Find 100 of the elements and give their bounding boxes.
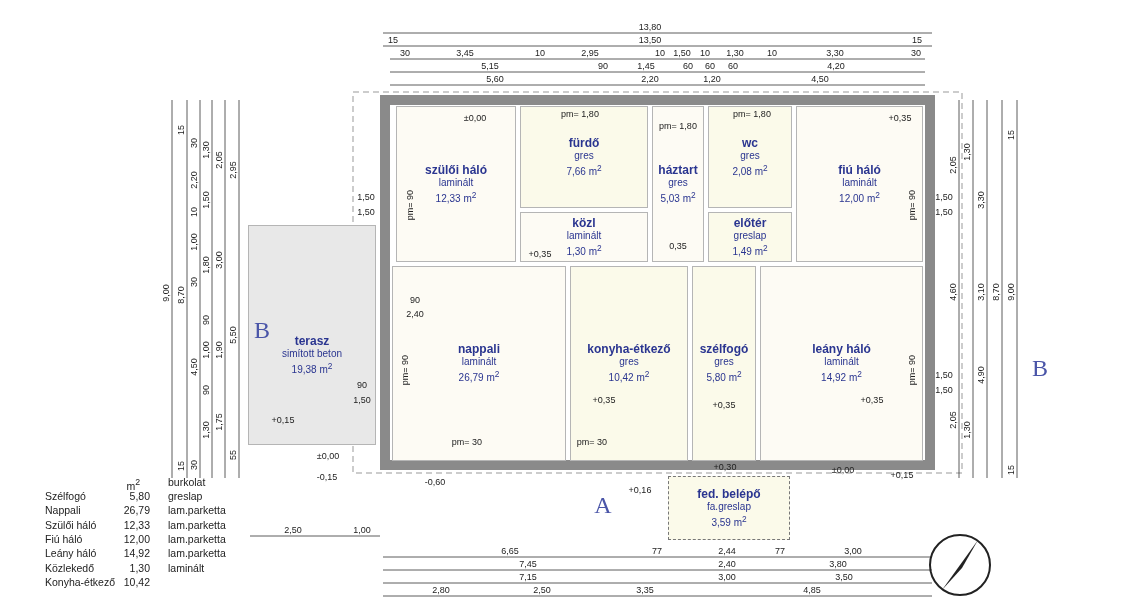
dimension-label: 1,45 [637,61,655,71]
room-name: konyha-étkező [587,342,671,357]
floor-finish-label: fa.greslap [707,500,751,513]
area-table-entry: 12,00 [123,532,150,545]
floor-finish-label: laminált [824,356,859,369]
dimension-label: 1,50 [353,395,371,405]
room-area [708,106,792,208]
dimension-label: 10 [700,48,710,58]
floor-finish-label: gres [740,149,760,162]
area-label: 12,00 m$^{2}$ [839,188,880,206]
room-area [520,212,648,262]
area-label: 7,66 m$^{2}$ [566,161,602,179]
area-table-entry: lam.parketta [168,547,226,560]
room-area [760,266,923,461]
dimension-label: 10 [189,207,199,217]
floor-finish-label: laminált [438,176,474,189]
area-label: 12,33 m$^{2}$ [435,188,477,206]
dimension-label: 10 [767,48,777,58]
floor-finish-label: greslap [733,229,767,242]
dimension-label: 2,40 [718,559,736,569]
room-name: terasz [294,333,330,348]
dimension-label: 5,15 [481,61,499,71]
room-area [570,266,688,461]
room-area [396,106,516,262]
dimension-label: 60 [705,61,715,71]
dimension-label: 1,30 [726,48,744,58]
dimension-label: 90 [201,385,211,395]
dimension-label: 90 [201,315,211,325]
floor-finish-label: gres [619,356,639,369]
dimension-label: 1,30 [962,421,972,439]
dimension-label: 10 [655,48,665,58]
dimension-label: 15 [388,35,398,45]
dimension-label: 2,50 [284,525,302,535]
dimension-label: 8,70 [176,286,186,304]
dimension-label: 4,50 [811,74,829,84]
dimension-label: 3,80 [829,559,847,569]
dimension-label: 3,00 [214,251,224,269]
area-label: 1,49 m$^{2}$ [732,241,768,259]
area-table-entry: m$^{2}$ [126,476,140,492]
area-table-entry: Fiú háló [45,532,83,545]
room-name: előtér [733,215,767,230]
dimension-label: 1,30 [201,421,211,439]
room-name: wc [742,135,758,150]
floor-finish-label: gres [714,356,734,369]
sill-height-label: pm= 90 [907,354,917,386]
level-label: +0,35 [712,400,736,410]
dimension-label: 1,90 [214,341,224,359]
dimension-label: 13,50 [638,35,662,45]
area-table-entry: 14,92 [123,547,150,560]
room-name: szélfogó [699,342,749,357]
level-label: 0,35 [669,241,687,251]
dimension-label: 4,50 [189,358,199,376]
room-name: fiú háló [838,162,881,177]
room-area [392,266,566,461]
level-label: +0,35 [888,113,912,123]
area-label: 5,03 m$^{2}$ [660,188,696,206]
dimension-label: 1,50 [357,192,375,202]
dimension-label: 55 [228,450,238,460]
section-mark: A [594,493,612,517]
dimension-label: 30 [189,138,199,148]
dimension-label: 2,95 [228,161,238,179]
sill-height-label: pm= 90 [907,189,917,221]
dimension-label: 1,00 [189,233,199,251]
sill-height-label: pm= 90 [400,354,410,386]
section-mark: B [1032,356,1048,380]
dimension-label: 15 [176,125,186,135]
area-label: 14,92 m$^{2}$ [821,368,862,385]
dimension-label: 3,30 [826,48,844,58]
dimension-label: 2,05 [948,156,958,174]
room-name: közl [572,215,596,230]
area-table-entry: lam.parketta [168,518,226,531]
level-label: +0,30 [713,462,737,472]
dimension-label: 1,50 [673,48,691,58]
dimension-label: 2,80 [432,585,450,595]
dimension-label: 1,20 [703,74,721,84]
dimension-label: 1,75 [214,413,224,431]
dimension-label: 60 [683,61,693,71]
dimension-label: 2,05 [214,151,224,169]
area-table-entry: Konyha-étkező [45,575,116,588]
dimension-label: 1,50 [935,370,953,380]
area-label: 26,79 m$^{2}$ [458,368,500,385]
dimension-label: 3,45 [456,48,474,58]
room-area [692,266,756,461]
dimension-label: 1,30 [201,141,211,159]
dimension-label: 3,35 [636,585,654,595]
area-label: 10,42 m$^{2}$ [608,368,650,385]
area-table-entry: Közlekedő [45,561,95,574]
area-table-entry: lam.parketta [168,532,226,545]
room-area [520,106,648,208]
area-label: 1,30 m$^{2}$ [566,241,602,259]
dimension-label: 2,20 [189,171,199,189]
dimension-label: 4,60 [948,283,958,301]
room-name: szülői háló [425,162,487,177]
room-name: fed. belépő [697,486,761,501]
area-label: 5,80 m$^{2}$ [706,368,742,385]
area-table-entry: 26,79 [123,504,150,517]
dimension-label: 1,50 [357,207,375,217]
dimension-label: 7,15 [519,572,537,582]
room-area [668,476,790,540]
level-label: -0,60 [424,477,446,487]
